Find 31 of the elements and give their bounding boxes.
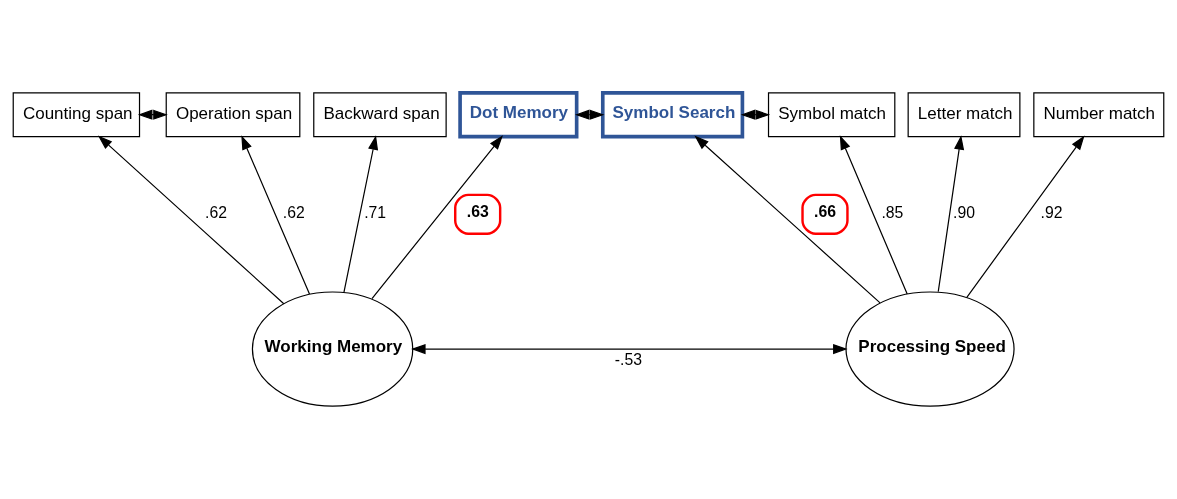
arrow [966, 135, 1085, 299]
arrow [574, 109, 605, 120]
edge-label: .92 [1040, 204, 1063, 222]
node-box: Operation span [165, 92, 301, 138]
arrow [694, 135, 881, 304]
arrow [839, 135, 908, 295]
arrow [241, 135, 311, 295]
node-box: Number match [1033, 92, 1165, 138]
arrow [137, 109, 168, 120]
node-ellipse: Working Memory [251, 291, 414, 407]
edge-label: .66 [814, 203, 836, 221]
node-box: Symbol Search [600, 91, 745, 139]
edge-label: .63 [466, 203, 489, 221]
edge-label: .62 [282, 204, 305, 222]
edge-label: -.53 [614, 351, 643, 369]
arrow [343, 135, 379, 293]
node-box: Counting span [12, 92, 141, 138]
edge-label: .62 [205, 204, 228, 222]
arrow [740, 109, 771, 120]
arrow [97, 135, 285, 305]
node-box: Backward span [313, 92, 447, 138]
arrow [371, 135, 503, 300]
node-box: Dot Memory [458, 91, 579, 139]
edge-label: .85 [881, 204, 904, 222]
edge-label: .90 [953, 204, 976, 222]
node-ellipse: Processing Speed [845, 291, 1015, 407]
edge-label: .71 [364, 204, 387, 222]
node-box: Symbol match [767, 92, 896, 138]
arrow [937, 135, 965, 293]
node-box: Letter match [907, 92, 1021, 138]
arrow [411, 343, 848, 355]
